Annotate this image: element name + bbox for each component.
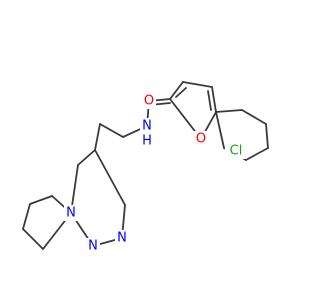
bond-29	[215, 111, 225, 149]
molecule-structure: O O N H Cl N N N	[22, 81, 269, 254]
bond-27	[245, 147, 269, 161]
label-cl: Cl	[230, 144, 243, 159]
label-o-carbonyl: O	[144, 94, 154, 109]
bond-24	[215, 109, 243, 113]
bond-18	[94, 149, 126, 206]
bond-22	[22, 228, 44, 250]
bond-6	[207, 90, 212, 111]
bond-5	[175, 87, 187, 98]
label-h-amide: H	[142, 134, 152, 149]
bond-26	[265, 123, 269, 149]
label-n-triazole-1: N	[88, 239, 98, 254]
label-o-furan: O	[196, 132, 206, 147]
atom-n-triazole-1: N	[86, 238, 100, 254]
atom-cl: Cl	[225, 143, 247, 159]
bond-1	[169, 81, 184, 100]
label-n-triazole-2: N	[117, 231, 127, 246]
atom-o-carbonyl: O	[142, 93, 156, 109]
label-n-bridge: N	[66, 206, 76, 221]
label-n-amide: N	[142, 119, 152, 134]
atom-n-bridge: N	[64, 205, 78, 221]
atom-o-furan: O	[194, 131, 208, 147]
bond-2	[182, 81, 213, 88]
bond-20	[29, 195, 53, 205]
bond-3	[211, 86, 217, 113]
bond-21	[22, 203, 31, 230]
atom-n-amide: N H	[140, 118, 154, 149]
bond-12	[94, 123, 101, 151]
bond-25	[241, 109, 267, 125]
atom-n-triazole-2: N	[115, 230, 129, 246]
bond-13	[77, 149, 96, 166]
atom-label-layer: O O N H Cl N N N	[64, 93, 247, 254]
bond-11	[99, 123, 124, 138]
